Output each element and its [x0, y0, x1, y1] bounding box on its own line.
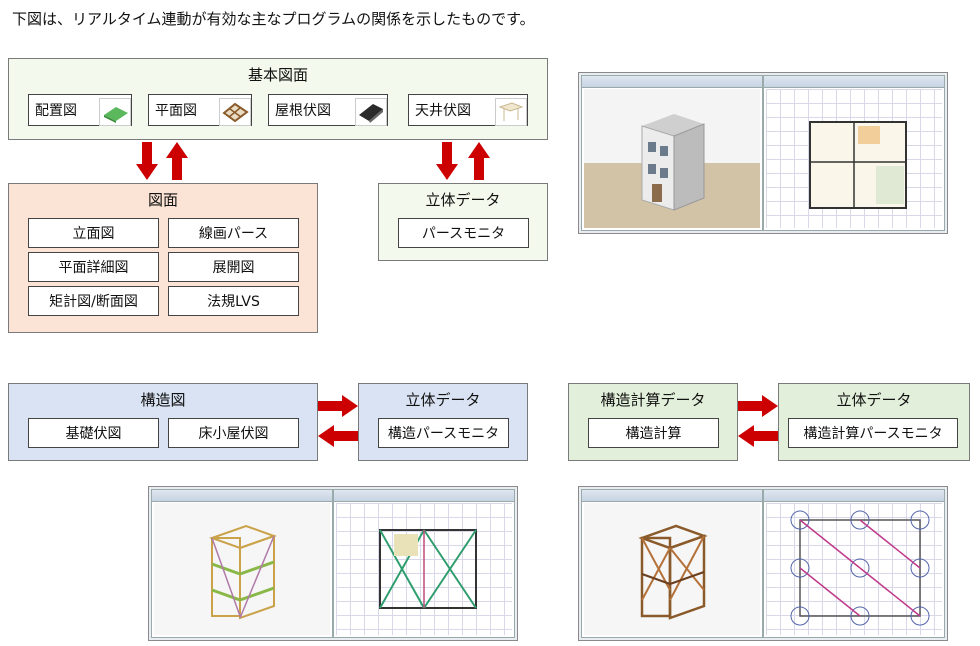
structure-perspective-window [151, 489, 333, 638]
ceiling-plan-icon [495, 98, 527, 126]
drawings-item-regulation-lvs: 法規LVS [168, 286, 299, 316]
structure-perspective-monitor-box: 構造パースモニタ [378, 418, 509, 448]
caption: 下図は、リアルタイム連動が有効な主なプログラムの関係を示したものです。 [12, 10, 535, 28]
arrow-down-to-solid [436, 142, 458, 182]
structure-plan-window [333, 489, 515, 638]
floor-roof-framing-box: 床小屋伏図 [168, 418, 299, 448]
solid-data-title-3: 立体データ [836, 391, 912, 409]
calc-perspective-window [581, 489, 763, 638]
framing-plan-drawing [379, 529, 477, 609]
site-plan-box: 配置図 [28, 94, 132, 126]
perspective-window [581, 75, 763, 231]
screenshot-structure-perspective [148, 486, 518, 641]
ceiling-plan-label: 天井伏図 [415, 103, 471, 119]
floor-plan-box: 平面図 [148, 94, 252, 126]
arrow-left-to-structural-calc [738, 425, 778, 447]
plan-window [763, 75, 945, 231]
arrow-down-to-drawings [136, 142, 158, 182]
foundation-plan-box: 基礎伏図 [28, 418, 159, 448]
calc-plan-drawing [790, 510, 930, 626]
perspective-monitor-box: パースモニタ [398, 218, 529, 248]
drawings-title: 図面 [147, 191, 178, 209]
drawings-item-elevation: 立面図 [28, 218, 159, 248]
roof-plan-icon [355, 98, 387, 126]
arrow-up-from-drawings [166, 142, 188, 182]
ceiling-plan-box: 天井伏図 [408, 94, 528, 126]
site-plan-label: 配置図 [35, 103, 77, 119]
drawings-item-section: 矩計図/断面図 [28, 286, 159, 316]
structural-calc-box: 構造計算 [588, 418, 719, 448]
arrow-right-to-structure-perspective [318, 395, 358, 417]
screenshot-perspective-monitor [578, 72, 948, 234]
roof-plan-label: 屋根伏図 [275, 103, 331, 119]
structural-calc-perspective-monitor-box: 構造計算パースモニタ [788, 418, 958, 448]
drawings-item-line-perspective: 線画パース [168, 218, 299, 248]
wood-frame-model-icon [209, 524, 277, 620]
calc-frame-model-icon [638, 524, 708, 620]
structure-drawings-title: 構造図 [140, 391, 186, 409]
drawings-item-detail-plan: 平面詳細図 [28, 252, 159, 282]
roof-plan-box: 屋根伏図 [268, 94, 388, 126]
structural-calc-title: 構造計算データ [600, 391, 706, 409]
screenshot-calc-perspective [578, 486, 948, 641]
site-plan-icon [99, 98, 131, 126]
house-model-icon [641, 114, 705, 211]
arrow-left-to-structure-drawings [318, 425, 358, 447]
floor-plan-icon [219, 98, 251, 126]
drawings-item-development: 展開図 [168, 252, 299, 282]
calc-plan-window [763, 489, 945, 638]
basic-drawings-title: 基本図面 [247, 66, 308, 84]
floor-plan-label: 平面図 [155, 103, 197, 119]
solid-data-title-2: 立体データ [405, 391, 481, 409]
arrow-right-to-calc-perspective [738, 395, 778, 417]
floor-plan-drawing [809, 121, 907, 209]
solid-data-title-1: 立体データ [425, 191, 501, 209]
arrow-up-from-solid [468, 142, 490, 182]
